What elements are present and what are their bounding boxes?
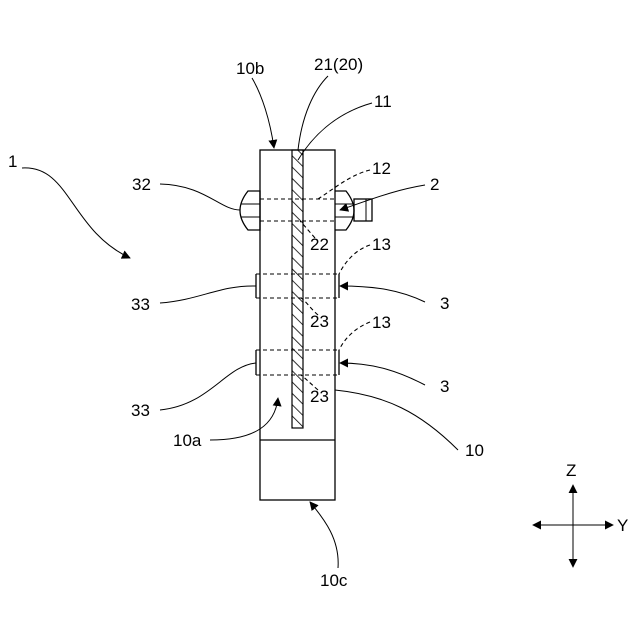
core-strip [292,150,303,428]
label-assembly: 1 [8,152,17,171]
leader-band-upper [160,286,256,303]
label-part-11: 11 [374,92,392,111]
label-body: 10 [465,441,484,460]
label-axis-y: Y [617,516,628,535]
leader-13-lower [339,322,370,350]
label-13-upper: 13 [372,235,391,254]
label-hole-22: 22 [310,235,329,254]
label-hole-23-upper: 23 [310,312,329,331]
label-core: 21(20) [314,55,363,74]
label-bottom-face: 10c [320,571,348,590]
label-nut: 32 [132,175,151,194]
leader-bottom-face [310,502,338,568]
label-13-lower: 13 [372,313,391,332]
label-band-upper: 33 [131,295,150,314]
label-part-12: 12 [372,159,391,178]
leader-clamp-lower [340,363,425,385]
nut-shape [240,191,260,230]
label-clamp-lower: 3 [440,377,449,396]
label-top-face: 10b [236,59,264,78]
bolt-head-shape [335,191,354,230]
leader-body [335,390,458,450]
leader-top-face [252,78,274,148]
leader-clamp-upper [340,286,425,302]
leader-assembly [22,168,130,258]
leader-13-upper [339,245,370,274]
label-axis-z: Z [566,461,576,480]
label-clamp-upper: 3 [440,294,449,313]
label-band-lower: 33 [131,401,150,420]
label-inner-region: 10a [173,431,202,450]
leader-part-12 [318,170,370,199]
leader-bolt [340,185,425,210]
label-bolt: 2 [430,175,439,194]
leader-band-lower [160,363,256,410]
label-hole-23-lower: 23 [310,387,329,406]
leader-inner-region [210,398,278,440]
leader-nut [160,184,240,210]
